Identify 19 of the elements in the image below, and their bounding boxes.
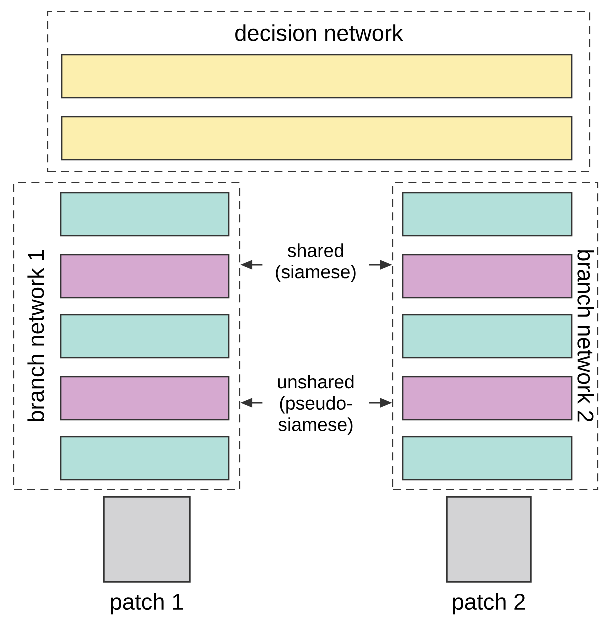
layer-bar xyxy=(61,54,573,99)
edge-label: unshared (pseudo-siamese) xyxy=(262,374,370,436)
group-label: decision network xyxy=(236,24,404,42)
layer-bar xyxy=(60,254,230,299)
layer-bar xyxy=(61,116,573,161)
layer-bar xyxy=(402,436,573,481)
layer-bar xyxy=(402,254,573,299)
layer-bar xyxy=(402,376,573,421)
layer-bar xyxy=(60,376,230,421)
layer-bar xyxy=(402,314,573,359)
layer-bar xyxy=(60,192,230,237)
layer-bar xyxy=(402,192,573,237)
group-label: branch network 1 xyxy=(28,250,44,422)
layer-bar xyxy=(60,314,230,359)
layer-bar xyxy=(60,436,230,481)
patch-label: patch 1 xyxy=(111,593,184,615)
edge-label: shared (siamese) xyxy=(262,242,370,284)
group-label: branch network 2 xyxy=(578,250,594,422)
patch-label: patch 2 xyxy=(453,593,525,615)
